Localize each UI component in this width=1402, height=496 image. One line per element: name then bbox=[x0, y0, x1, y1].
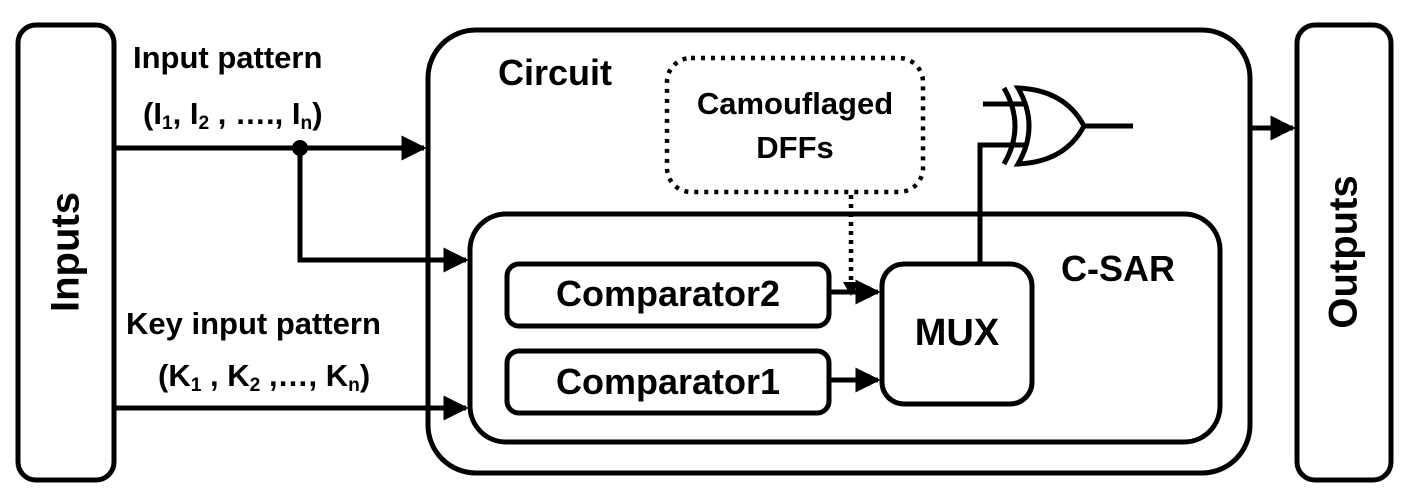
input-pattern-title: Input pattern bbox=[133, 40, 323, 75]
circuit-label: Circuit bbox=[498, 52, 613, 93]
mux-block bbox=[879, 261, 1035, 407]
outputs-label: Outputs bbox=[1321, 175, 1366, 329]
inputs-block bbox=[15, 22, 117, 483]
comparator2-block bbox=[504, 261, 832, 329]
outputs-block bbox=[1294, 22, 1394, 483]
inputs-label: Inputs bbox=[43, 192, 88, 312]
xor-gate bbox=[1001, 85, 1087, 167]
input-branch-wire bbox=[297, 148, 469, 273]
key-pattern-vars: (K1 , K2 ,…, Kn) bbox=[158, 358, 371, 396]
comparator1-label: Comparator1 bbox=[555, 361, 781, 402]
mux-label: MUX bbox=[914, 312, 1000, 354]
csar-label: C-SAR bbox=[1061, 248, 1175, 289]
key-pattern-title: Key input pattern bbox=[126, 306, 381, 341]
dffs-arrowhead bbox=[843, 282, 859, 296]
comparator2-label: Comparator2 bbox=[555, 273, 781, 314]
input-pattern-vars: (I1, I2 , …., In) bbox=[143, 96, 323, 134]
camouflaged-dffs-block bbox=[664, 55, 926, 195]
camouflaged-label: Camouflaged DFFs bbox=[696, 86, 894, 165]
